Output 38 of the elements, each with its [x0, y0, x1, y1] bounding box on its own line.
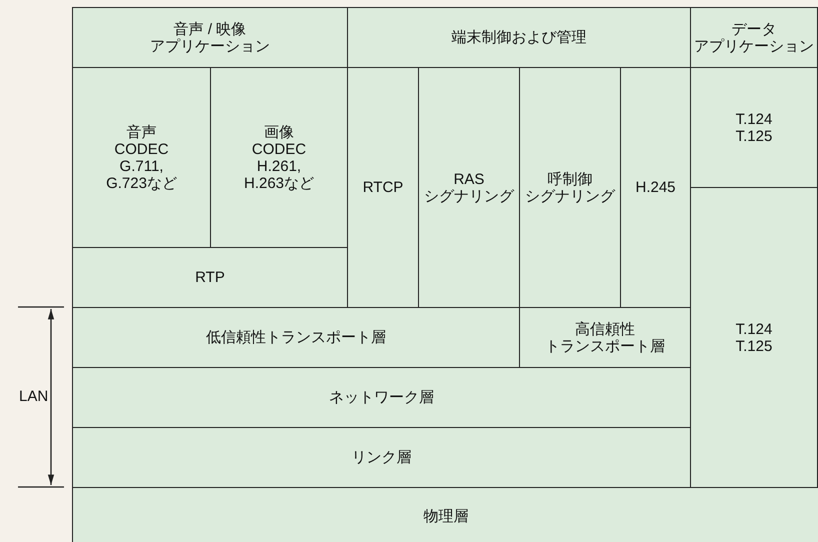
layer-label: T.124 T.125 — [736, 320, 772, 354]
layer-box — [72, 487, 818, 542]
layer-label: T.124 T.125 — [736, 110, 772, 144]
layer-label: 音声 / 映像 — [174, 20, 246, 38]
layer-box — [347, 7, 691, 68]
layer-box — [72, 307, 520, 368]
layer-label: 呼制御 — [548, 170, 592, 188]
layer-label: 高信頼性 — [575, 320, 635, 338]
layer-box — [690, 187, 818, 488]
layer-box — [72, 67, 211, 248]
layer-box — [620, 67, 691, 308]
layer-label: H.245 — [635, 179, 676, 196]
layer-label: 物理層 — [424, 508, 468, 524]
layer-box — [690, 67, 818, 188]
layer-label: アプリケーション — [694, 38, 814, 54]
layer-box — [72, 427, 691, 488]
layer-label: RAS シグナリング — [424, 170, 514, 204]
layer-box — [72, 367, 691, 428]
layer-label: 画像 CODEC H.261, H.263など — [244, 124, 314, 192]
layer-box — [519, 307, 691, 368]
layer-box — [72, 7, 348, 68]
layer-label: 音声 CODEC G.711, G.723など — [106, 124, 177, 192]
layer-box — [690, 7, 818, 68]
layer-box — [519, 67, 621, 308]
layer-label: データ — [732, 20, 776, 38]
layer-box — [347, 67, 419, 308]
layer-box — [418, 67, 520, 308]
layer-box — [210, 67, 348, 248]
layer-label: アプリケーション — [150, 38, 270, 54]
layer-label: 端末制御および管理 — [452, 29, 586, 46]
layer-label: リンク層 — [352, 449, 412, 466]
layer-label: シグナリング — [525, 188, 615, 204]
layer-label: RTCP — [362, 179, 404, 196]
layer-label: RTP — [195, 269, 225, 286]
layer-label: ネットワーク層 — [329, 389, 434, 406]
layer-label: 低信頼性トランスポート層 — [206, 329, 386, 346]
layer-label: トランスポート層 — [545, 338, 665, 354]
layer-box — [72, 247, 348, 308]
